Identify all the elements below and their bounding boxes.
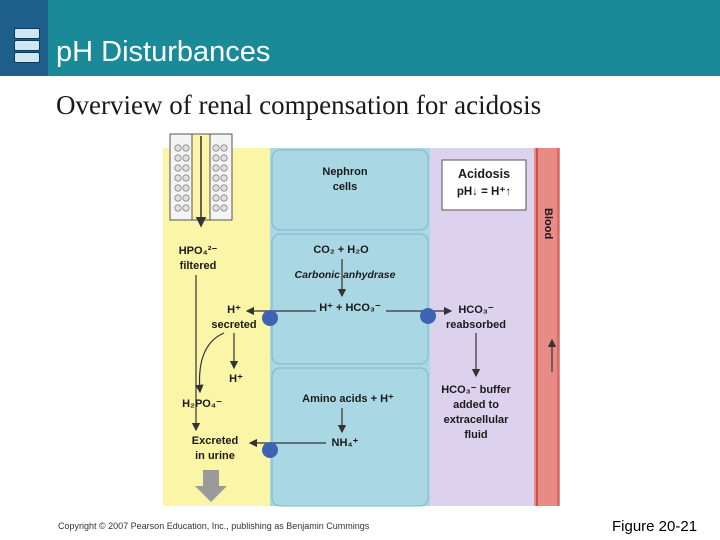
carbonic-anhydrase-label: Carbonic anhydrase — [295, 269, 396, 281]
figure-number: Figure 20-21 — [612, 518, 698, 535]
hco3-reabsorbed-label-2: reabsorbed — [446, 319, 506, 331]
slide-logo-icon — [0, 0, 48, 76]
h-secreted-label-2: secreted — [211, 319, 256, 331]
nh4-label: NH₄⁺ — [332, 437, 359, 449]
nephron-cells-label-2: cells — [333, 181, 357, 193]
hco3-buffer-label-2: added to — [453, 399, 499, 411]
blood-vessel — [534, 148, 560, 506]
nh4-transporter-icon — [262, 442, 278, 458]
urine-flow-arrow-icon — [195, 470, 227, 502]
amino-acids-label: Amino acids + H⁺ — [302, 393, 394, 405]
slide-subtitle: Overview of renal compensation for acido… — [56, 90, 542, 120]
acidosis-title: Acidosis — [458, 167, 510, 181]
h-hco3-label: H⁺ + HCO₃⁻ — [319, 302, 381, 314]
h-secreted-label-1: H⁺ — [227, 304, 241, 316]
h-transporter-icon — [262, 310, 278, 326]
hco3-buffer-label-4: fluid — [464, 429, 487, 441]
hco3-buffer-label-1: HCO₃⁻ buffer — [441, 384, 511, 396]
copyright-text: Copyright © 2007 Pearson Education, Inc.… — [58, 521, 370, 531]
nephron-cells-label-1: Nephron — [322, 166, 368, 178]
blood-label: Blood — [542, 208, 554, 239]
h2po4-label: H₂PO₄⁻ — [182, 398, 222, 410]
slide-title: pH Disturbances — [56, 36, 271, 68]
nephron-tubule-icon — [169, 133, 233, 228]
excreted-label-1: Excreted — [192, 435, 238, 447]
acidosis-equation: pH↓ = H⁺↑ — [457, 186, 511, 198]
co2-h2o-label: CO₂ + H₂O — [313, 244, 369, 256]
title-bar: pH Disturbances — [0, 0, 720, 76]
hco3-transporter-icon — [420, 308, 436, 324]
cell-upper — [271, 149, 429, 231]
hco3-reabsorbed-label-1: HCO₃⁻ — [458, 304, 494, 316]
acidosis-box — [441, 159, 527, 211]
cell-lower — [271, 367, 429, 507]
h-plus-label: H⁺ — [229, 373, 243, 385]
excreted-label-2: in urine — [195, 450, 235, 462]
filtered-label: filtered — [180, 260, 217, 272]
hco3-buffer-label-3: extracellular — [444, 414, 510, 426]
hpo4-label: HPO₄²⁻ — [179, 245, 218, 257]
cell-middle — [271, 233, 429, 365]
